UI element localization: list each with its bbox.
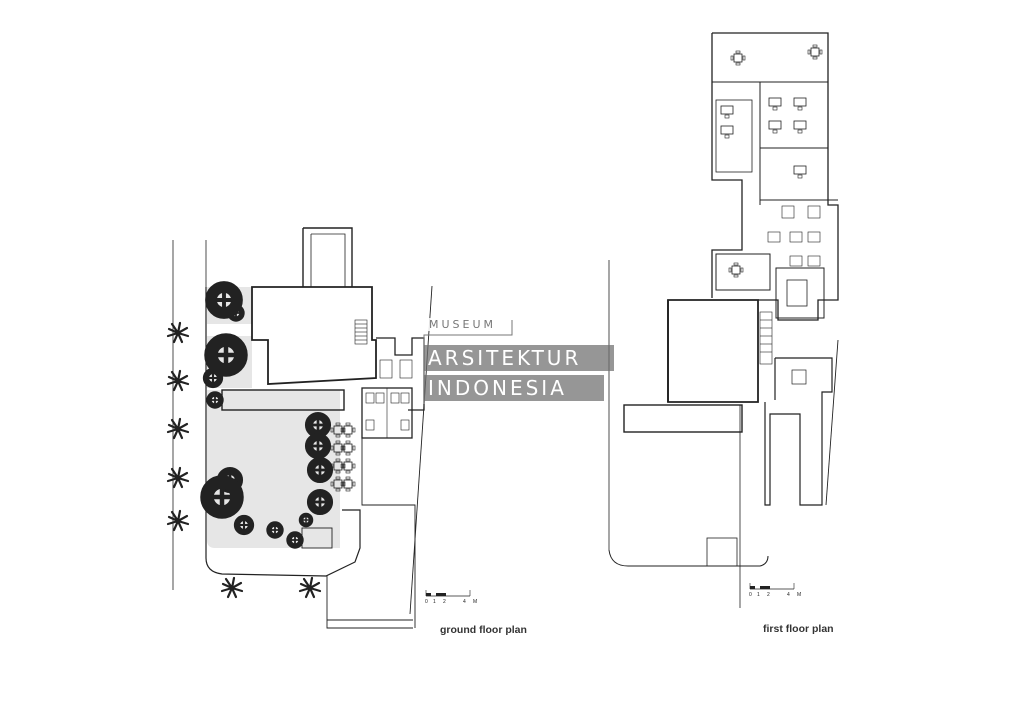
- scale-labels-ground: 0 1 2 4 M: [425, 599, 477, 605]
- svg-text:4: 4: [463, 599, 466, 605]
- scale-bar-ground: [425, 590, 471, 597]
- first-floor-caption: first floor plan: [763, 623, 834, 635]
- watermark-indonesia: INDONESIA: [424, 375, 604, 401]
- svg-text:2: 2: [767, 592, 770, 598]
- svg-text:1: 1: [433, 599, 436, 605]
- ground-floor-caption: ground floor plan: [440, 624, 527, 636]
- first-floor-plan: [608, 32, 839, 608]
- watermark-museum: MUSEUM: [427, 318, 499, 331]
- svg-text:M: M: [797, 592, 801, 598]
- svg-text:0: 0: [749, 592, 752, 598]
- svg-text:2: 2: [443, 599, 446, 605]
- scale-labels-first: 0 1 2 4 M: [749, 592, 801, 598]
- svg-text:1: 1: [757, 592, 760, 598]
- svg-text:4: 4: [787, 592, 790, 598]
- watermark-arsitektur: ARSITEKTUR: [424, 345, 614, 371]
- ground-floor-plan: [166, 227, 433, 629]
- scale-bar-first: [749, 583, 795, 590]
- svg-text:0: 0: [425, 599, 428, 605]
- svg-text:M: M: [473, 599, 477, 605]
